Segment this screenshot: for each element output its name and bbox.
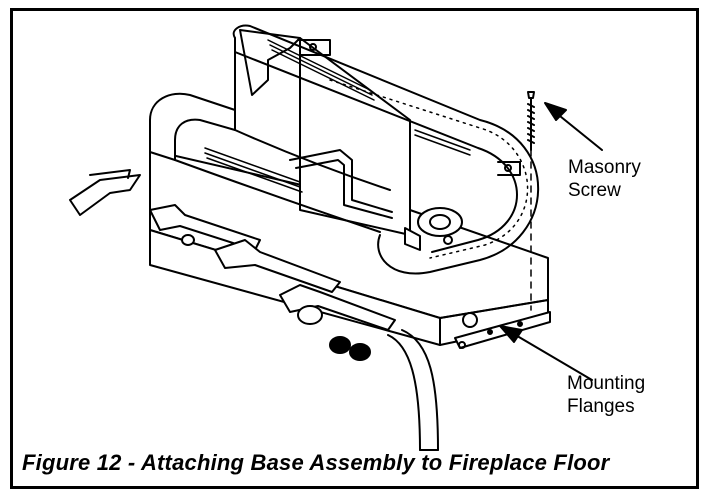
masonry-screw xyxy=(527,91,535,311)
burner-ports xyxy=(204,39,471,193)
gas-pipe xyxy=(289,149,393,219)
flange-callout-arrow xyxy=(499,325,593,381)
rear-panel xyxy=(239,29,521,236)
valve-fitting xyxy=(404,207,463,251)
grate-arm-1 xyxy=(69,169,141,216)
port-dots xyxy=(329,79,529,259)
masonry-screw-label: Masonry Screw xyxy=(568,157,641,201)
mounting-flanges-label: Mounting Flanges xyxy=(567,373,646,417)
grate-arm-3 xyxy=(214,239,341,293)
gas-inlet-pipe xyxy=(387,329,439,451)
grate-arm-2 xyxy=(149,204,261,251)
grate-arm-4 xyxy=(279,284,396,331)
figure-caption: Figure 12 - Attaching Base Assembly to F… xyxy=(22,450,610,475)
control-knobs xyxy=(181,234,371,361)
burner-tube xyxy=(149,24,540,275)
screw-callout-arrow xyxy=(544,102,603,151)
